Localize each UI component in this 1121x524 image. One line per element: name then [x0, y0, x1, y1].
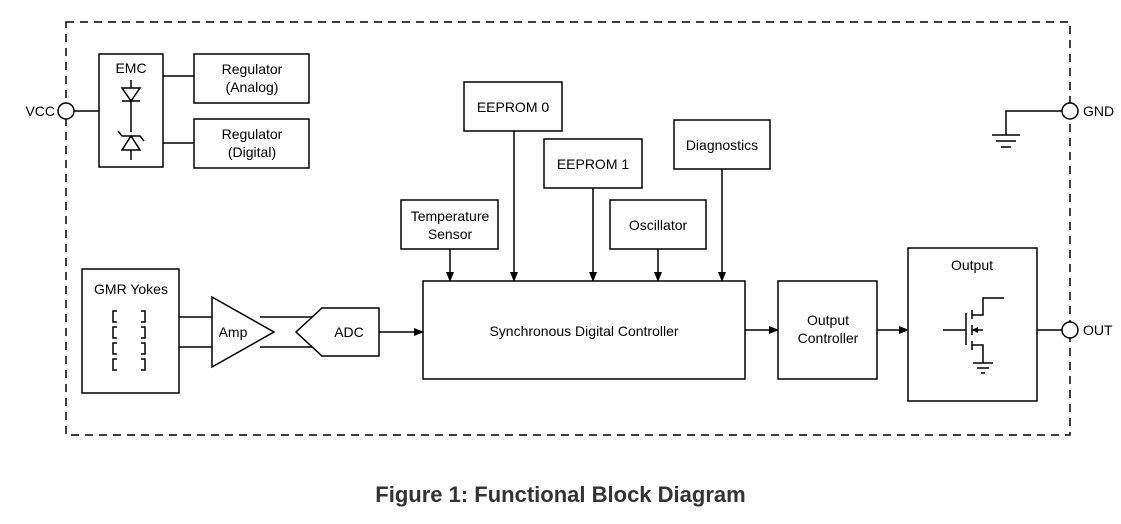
ic-boundary — [65, 21, 1071, 436]
eeprom0-block: EEPROM 0 — [463, 81, 563, 132]
regulator-analog-label-1: Regulator — [222, 61, 283, 77]
diode-icon — [120, 80, 142, 132]
synchronous-digital-controller-block: Synchronous Digital Controller — [422, 280, 746, 380]
vcc-pin: VCC — [25, 102, 99, 120]
gnd-pin: GND — [992, 102, 1114, 148]
eeprom1-label: EEPROM 1 — [557, 156, 630, 172]
eeprom0-label: EEPROM 0 — [477, 99, 550, 115]
output-controller-label-2: Controller — [798, 330, 859, 346]
gnd-label: GND — [1083, 103, 1114, 119]
regulator-analog-block: Regulator (Analog) — [193, 53, 310, 104]
amp-label: Amp — [219, 324, 248, 340]
emc-label: EMC — [115, 60, 146, 76]
vcc-label: VCC — [25, 103, 55, 119]
out-label: OUT — [1083, 322, 1113, 338]
output-controller-block: Output Controller — [777, 280, 878, 380]
adc-label: ADC — [334, 324, 364, 340]
regulator-digital-label-1: Regulator — [222, 126, 283, 142]
amp-block: Amp — [211, 295, 276, 369]
oscillator-label: Oscillator — [629, 217, 688, 233]
oscillator-block: Oscillator — [609, 199, 707, 250]
output-controller-label-1: Output — [807, 312, 849, 328]
output-label: Output — [951, 257, 993, 273]
gmr-yokes-block: GMR Yokes — [81, 268, 180, 394]
emc-block: EMC — [98, 53, 164, 168]
figure-caption: Figure 1: Functional Block Diagram — [375, 482, 746, 507]
gmr-yokes-label: GMR Yokes — [94, 281, 168, 297]
adc-block: ADC — [294, 307, 380, 357]
output-block: Output — [907, 247, 1038, 402]
temperature-sensor-label-2: Sensor — [428, 226, 473, 242]
regulator-digital-block: Regulator (Digital) — [193, 118, 310, 169]
temperature-sensor-label-1: Temperature — [411, 208, 490, 224]
eeprom1-block: EEPROM 1 — [543, 138, 643, 189]
regulator-digital-label-2: (Digital) — [228, 144, 276, 160]
synchronous-digital-controller-label: Synchronous Digital Controller — [489, 323, 678, 339]
temperature-sensor-block: Temperature Sensor — [400, 199, 499, 250]
diagnostics-label: Diagnostics — [686, 137, 758, 153]
zener-diode-icon — [117, 130, 145, 160]
regulator-analog-label-2: (Analog) — [226, 79, 279, 95]
gmr-yoke-icon — [112, 310, 146, 371]
diagnostics-block: Diagnostics — [673, 119, 771, 170]
out-pin: OUT — [1037, 321, 1113, 339]
